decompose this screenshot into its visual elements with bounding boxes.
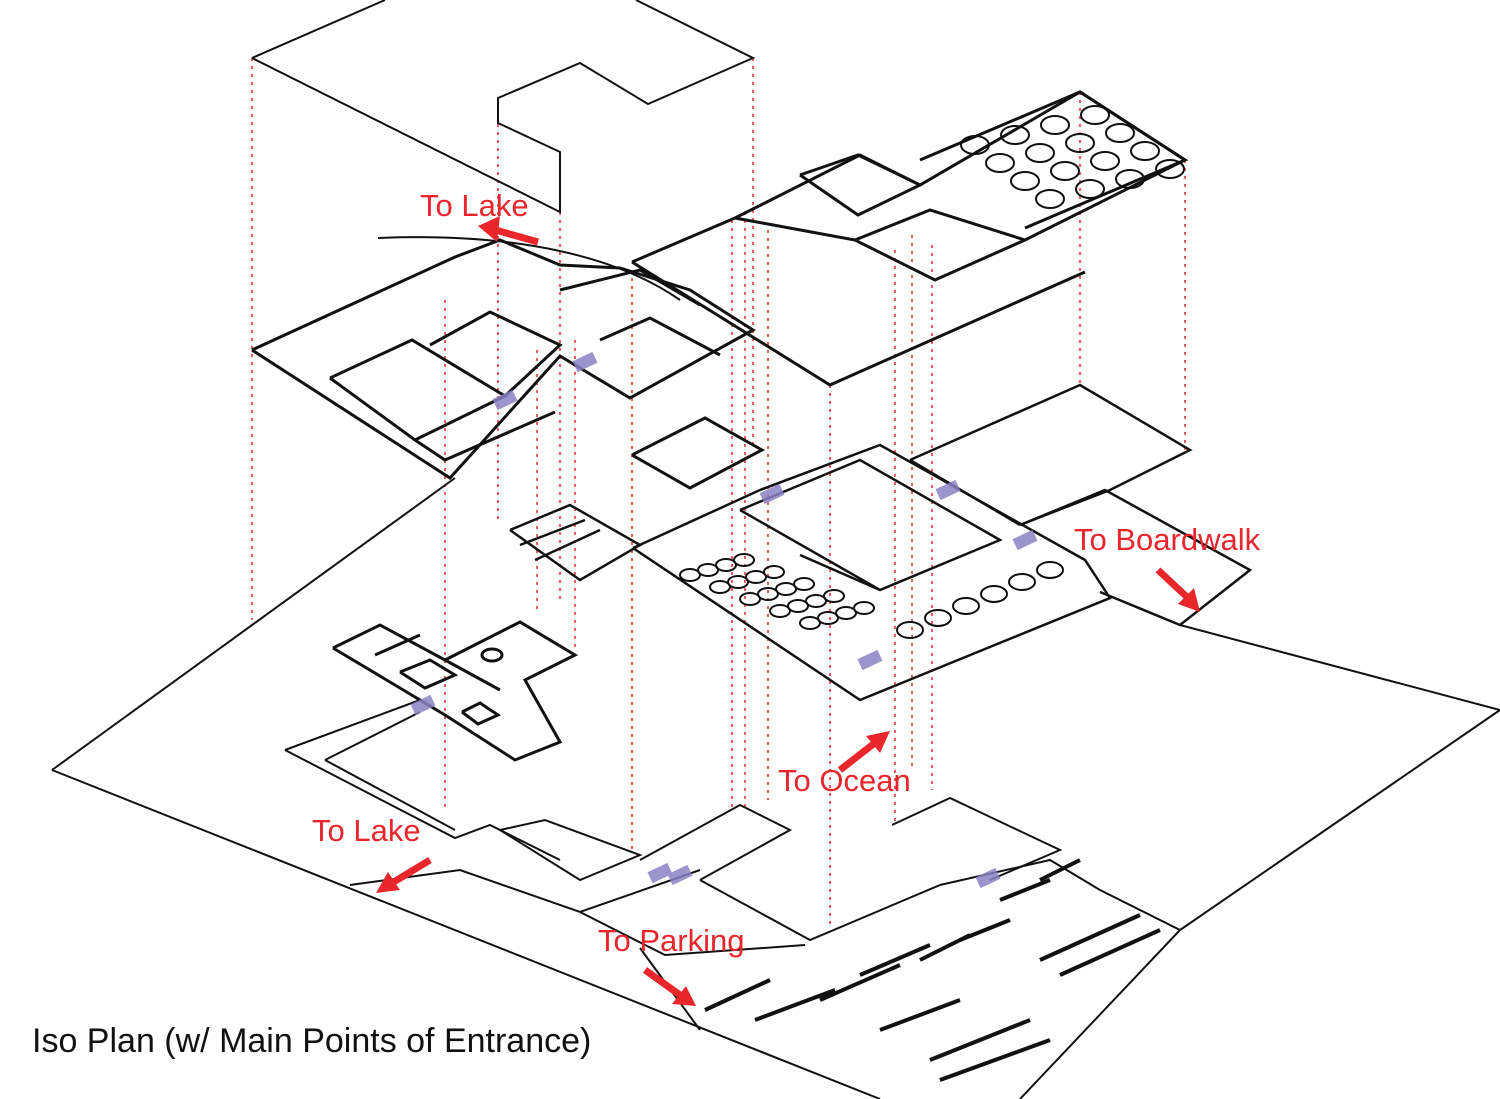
ground-table	[980, 585, 1008, 603]
banquet-table	[1000, 125, 1030, 145]
diagram-caption: Iso Plan (w/ Main Points of Entrance)	[32, 1022, 592, 1060]
banquet-table	[1025, 143, 1055, 163]
parking-stall-line	[1039, 858, 1081, 882]
ground-table	[835, 606, 857, 620]
label-to-lake-bottom: To Lake	[312, 813, 421, 848]
lower-level-block	[332, 620, 579, 762]
arrow-to-lake-top	[478, 216, 539, 246]
ground-table	[817, 611, 839, 625]
door-marker	[667, 864, 693, 886]
ground-table	[853, 601, 875, 615]
ground-table	[697, 563, 719, 577]
arrow-to-ocean	[837, 731, 890, 773]
projection-lines	[251, 58, 1186, 925]
parking-stall-line	[999, 878, 1051, 902]
door-marker	[975, 867, 1001, 889]
roof-level	[251, 0, 756, 214]
banquet-table	[985, 153, 1015, 173]
ground-table	[805, 594, 827, 608]
arrow-to-parking	[642, 967, 696, 1006]
direction-arrows	[376, 216, 1200, 1006]
ground-floor-tables	[679, 553, 1064, 639]
ground-table	[924, 609, 952, 627]
label-to-boardwalk: To Boardwalk	[1074, 522, 1261, 557]
banquet-table	[1130, 141, 1160, 161]
ground-table	[715, 558, 737, 572]
ground-table	[769, 604, 791, 618]
banquet-table	[1155, 159, 1185, 179]
banquet-table	[1040, 115, 1070, 135]
banquet-tables	[960, 105, 1185, 209]
arrow-to-lake-bottom	[376, 857, 432, 893]
site-plane	[51, 236, 1500, 1099]
door-marker	[1012, 529, 1038, 551]
banquet-table	[1035, 189, 1065, 209]
banquet-table	[1075, 179, 1105, 199]
ground-table	[727, 575, 749, 589]
upper-floor-left-wing	[251, 238, 766, 490]
parking-stall-line	[939, 1038, 1051, 1082]
ground-table	[775, 582, 797, 596]
banquet-table	[1080, 105, 1110, 125]
banquet-table	[1050, 161, 1080, 181]
parking-stall-line	[929, 1018, 1031, 1062]
door-marker	[935, 479, 961, 501]
upper-floor-right-wing	[631, 90, 1189, 387]
banquet-table	[1105, 123, 1135, 143]
ground-table	[1036, 561, 1064, 579]
ground-table	[1008, 573, 1036, 591]
ground-table	[799, 616, 821, 630]
ground-table	[823, 589, 845, 603]
banquet-table	[1115, 169, 1145, 189]
ground-table	[787, 599, 809, 613]
arrow-to-boardwalk	[1155, 567, 1200, 612]
door-marker	[572, 351, 598, 373]
parking-stall-line	[1059, 928, 1161, 977]
banquet-table	[1065, 133, 1095, 153]
door-marker	[857, 649, 883, 671]
ground-floor	[509, 383, 1253, 702]
parking-stall-line	[754, 988, 836, 1022]
door-marker	[492, 389, 518, 411]
parking-stall-line	[704, 978, 771, 1012]
parking-stall-line	[879, 998, 961, 1032]
parking-stall-line	[819, 963, 901, 1002]
entrance-door-markers	[410, 351, 1038, 889]
banquet-table	[1090, 151, 1120, 171]
label-to-lake-top: To Lake	[420, 188, 529, 223]
ground-table	[952, 597, 980, 615]
door-marker	[647, 862, 673, 884]
ground-table	[763, 565, 785, 579]
ground-table	[739, 592, 761, 606]
parking-stall-line	[1039, 913, 1141, 962]
door-marker	[410, 694, 436, 716]
label-to-parking: To Parking	[598, 923, 745, 958]
ground-table	[896, 621, 924, 639]
banquet-table	[960, 135, 990, 155]
ground-table	[733, 553, 755, 567]
ground-table	[757, 587, 779, 601]
ground-table	[745, 570, 767, 584]
parking-stall-line	[959, 918, 1011, 942]
parking-stall-line	[859, 943, 931, 977]
banquet-table	[1010, 171, 1040, 191]
parking-stalls	[704, 858, 1161, 1082]
ground-table	[679, 568, 701, 582]
ground-table	[709, 580, 731, 594]
ground-table	[793, 577, 815, 591]
label-to-ocean: To Ocean	[778, 763, 911, 798]
door-marker	[759, 483, 785, 505]
